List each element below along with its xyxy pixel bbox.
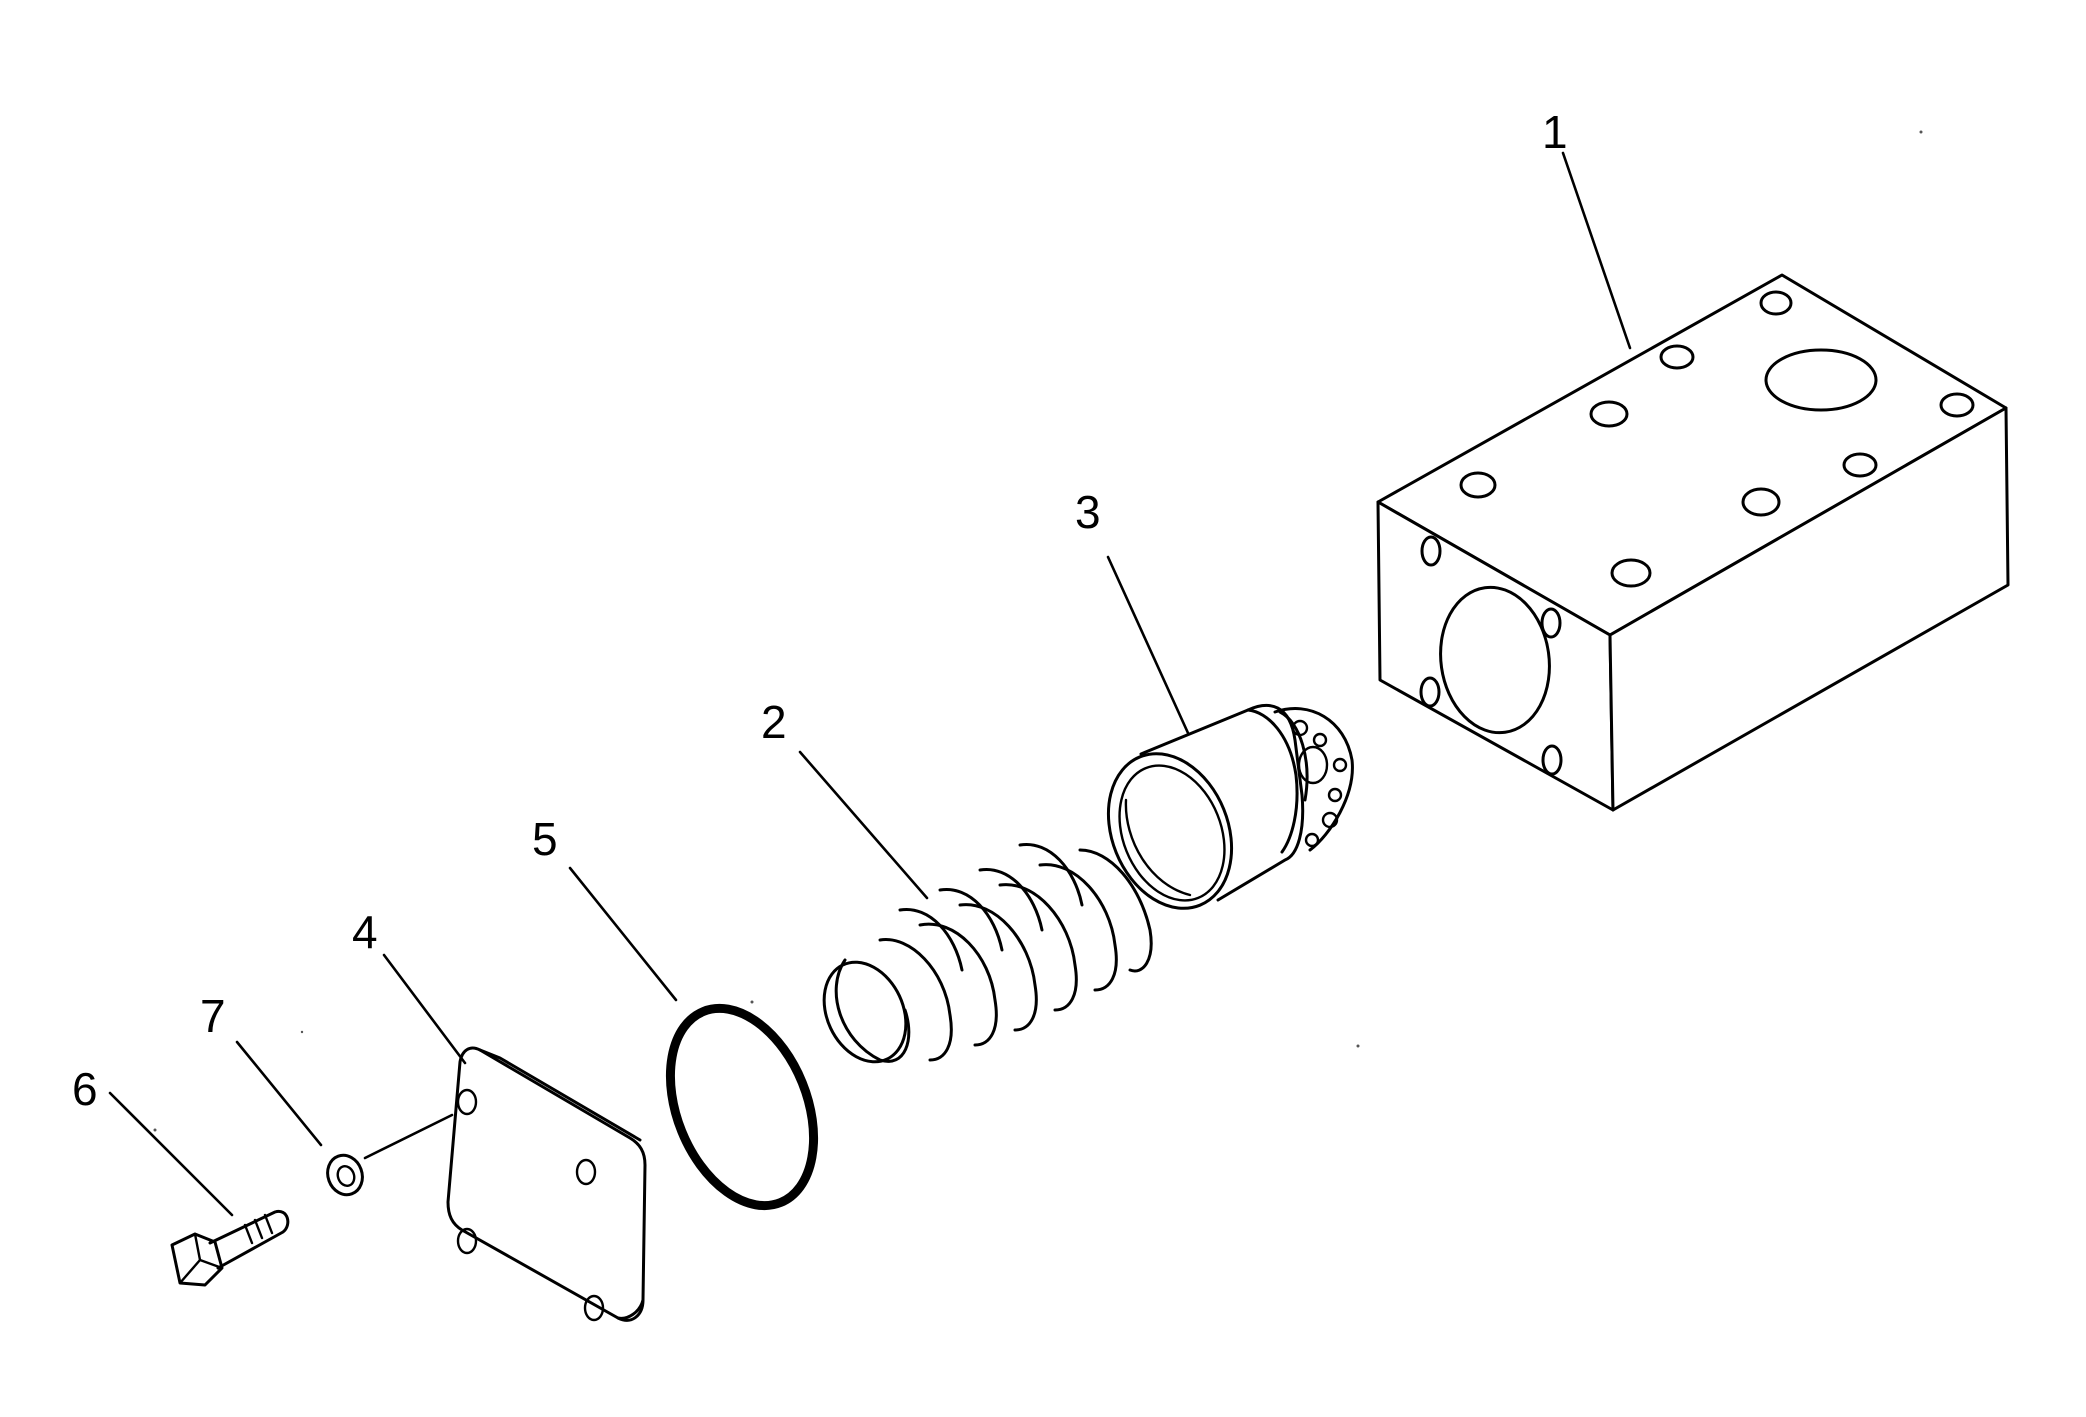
callout-7: 7 <box>200 990 226 1042</box>
leader-5 <box>568 866 678 1002</box>
washer <box>326 1153 364 1197</box>
scan-specks <box>153 130 1923 1132</box>
leader-3 <box>1106 555 1190 735</box>
leader-2 <box>798 750 929 900</box>
callout-5: 5 <box>532 813 558 865</box>
cover-plate <box>446 1046 647 1322</box>
leader-7 <box>235 1040 323 1147</box>
leader-1 <box>1561 151 1632 350</box>
leader-washer-to-plate <box>363 1113 454 1160</box>
callout-labels: 1 2 3 4 5 6 7 <box>72 106 1568 1115</box>
callout-1: 1 <box>1542 106 1568 158</box>
valve-body-block <box>1376 273 2010 812</box>
callout-3: 3 <box>1075 486 1101 538</box>
leader-4 <box>382 953 467 1065</box>
hex-bolt <box>170 1209 290 1287</box>
callout-6: 6 <box>72 1063 98 1115</box>
valve-cartridge <box>1106 704 1354 910</box>
leader-6 <box>108 1091 234 1217</box>
coil-spring <box>822 842 1153 1064</box>
o-ring <box>665 1003 819 1211</box>
callout-2: 2 <box>761 696 787 748</box>
leader-lines <box>108 151 1632 1217</box>
callout-4: 4 <box>352 906 378 958</box>
